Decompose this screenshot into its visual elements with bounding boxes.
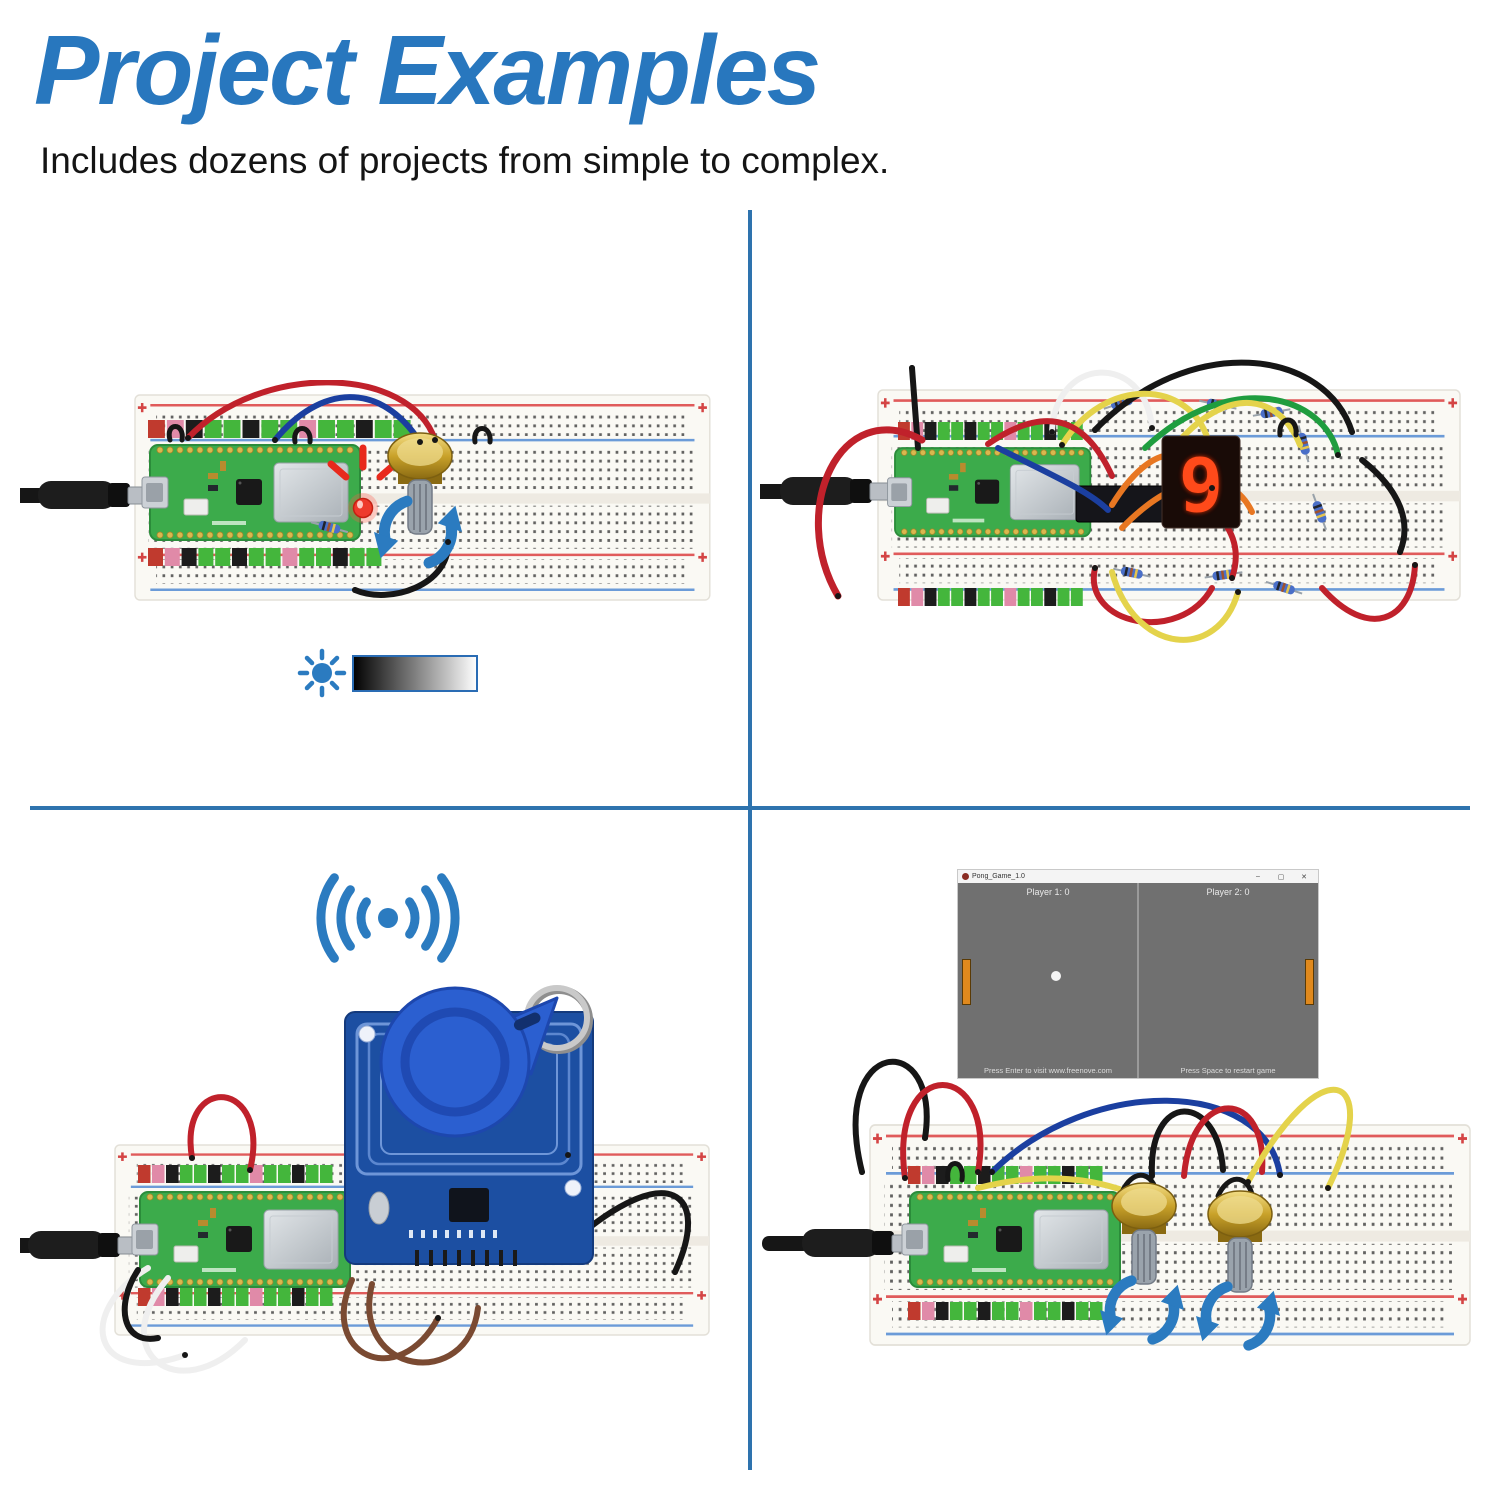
minimize-button[interactable]: – [1256,873,1260,880]
sun-icon [297,648,347,698]
seven-segment-digit: 9 [1179,443,1224,529]
pico-board [131,1191,351,1288]
photo-rfid-project [20,840,711,1374]
black-jumper [472,426,493,445]
black-jumper [292,426,313,445]
jumper-wires [852,1058,1354,1199]
jumper-wires [814,359,1418,643]
divider-horizontal [30,806,1470,810]
close-button[interactable]: ✕ [1301,873,1307,881]
pico-board [886,447,1092,538]
photo-pong-controller-project [761,1058,1472,1400]
left-paddle [962,959,971,1005]
radio-waves-icon [321,878,455,959]
black-jumper [166,424,185,443]
rfid-module [344,985,594,1266]
seven-segment-display: 9 9 [1161,435,1241,529]
red-wire [185,380,438,443]
pico-board [901,1191,1121,1288]
player1-score: Player 1: 0 [1026,887,1070,897]
player2-score: Player 2: 0 [1206,887,1250,897]
pong-hint-right: Press Space to restart game [1180,1066,1276,1075]
divider-vertical [748,210,752,1470]
photo-led-potentiometer-project [20,380,712,698]
page-subtitle: Includes dozens of projects from simple … [40,140,890,181]
maximize-button[interactable]: ▢ [1277,873,1285,881]
pong-center-line [1137,883,1139,1078]
seven-segment-digit-glow: 9 [1179,443,1224,529]
pong-ball [1051,971,1061,981]
pong-title-bar[interactable]: Pong_Game_1.0 – ▢ ✕ [958,870,1318,883]
red-led [347,492,379,524]
rfid-keyfob [379,986,559,1138]
pong-game-field: Player 1: 0 Player 2: 0 Press Enter to v… [958,883,1318,1078]
usb-cable [20,480,151,510]
pong-window-icon [962,873,969,880]
right-paddle [1305,959,1314,1005]
pong-game-window: Pong_Game_1.0 – ▢ ✕ Player 1: 0 Player 2… [958,870,1318,1078]
photo-seven-segment-project: 9 9 [760,359,1462,643]
brightness-gradient-bar [352,655,478,692]
pong-window-title: Pong_Game_1.0 [972,873,1025,880]
usb-cable [761,1228,915,1258]
blue-wire [272,394,423,445]
pong-hint-left: Press Enter to visit www.freenove.com [984,1066,1112,1075]
page-title: Project Examples [34,15,821,125]
